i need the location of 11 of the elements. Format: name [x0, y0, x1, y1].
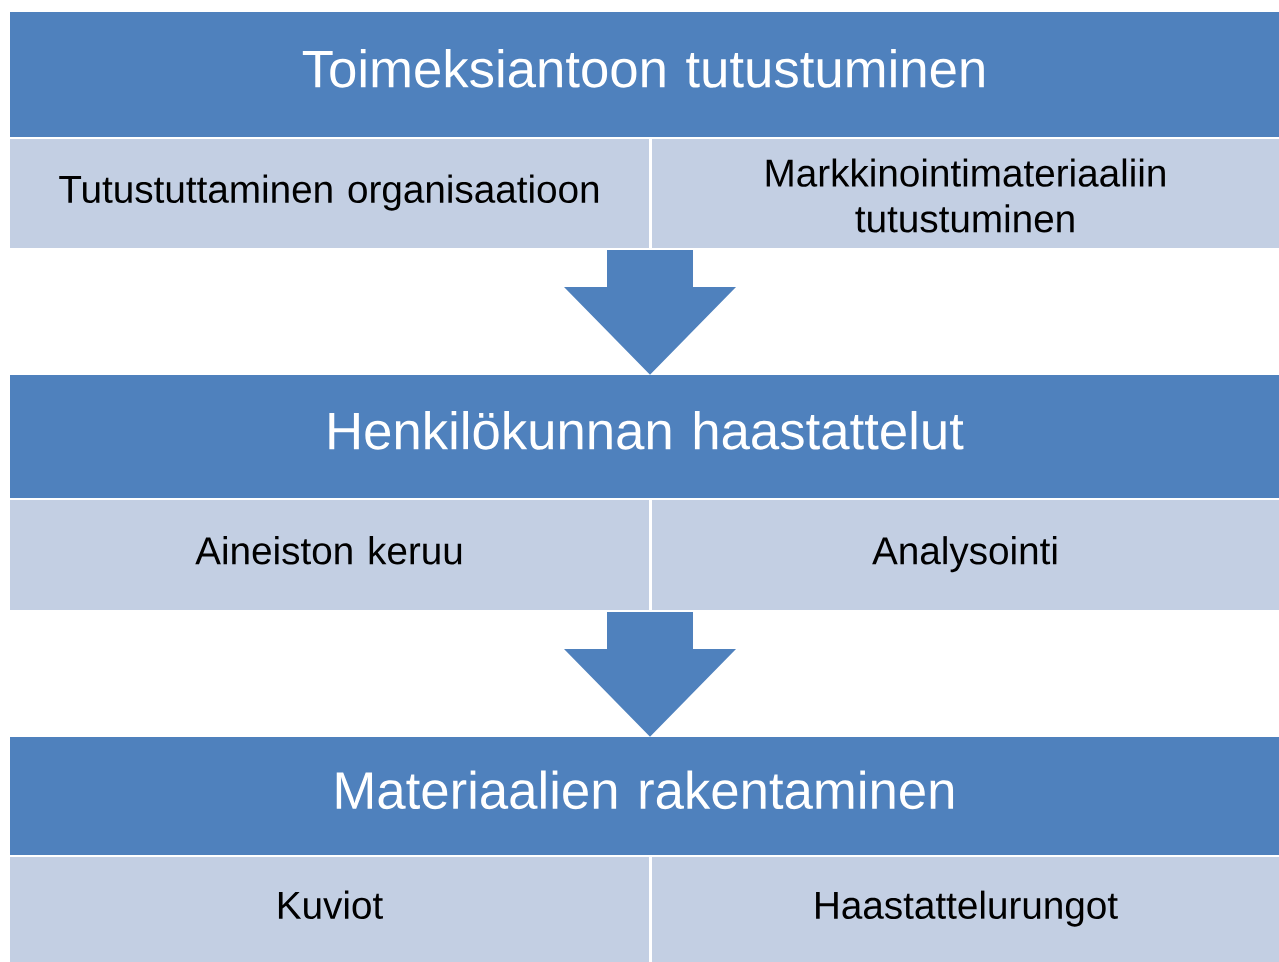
block-arrow	[564, 250, 736, 375]
header-band: Henkilökunnan haastattelut	[10, 375, 1279, 498]
block-arrow	[564, 612, 736, 737]
subtask-box: Aineiston keruu	[10, 500, 649, 610]
header-band: Toimeksiantoon tutustuminen	[10, 12, 1279, 137]
header-band: Materiaalien rakentaminen	[10, 737, 1279, 855]
subtask-box: Kuviot	[10, 857, 649, 962]
subtask-box: Tutustuttaminen organisaatioon	[10, 139, 649, 248]
subtask-box: Analysointi	[652, 500, 1279, 610]
subtask-box: Markkinointimateriaaliin tutustuminen	[652, 139, 1279, 248]
subtask-box: Haastattelurungot	[652, 857, 1279, 962]
